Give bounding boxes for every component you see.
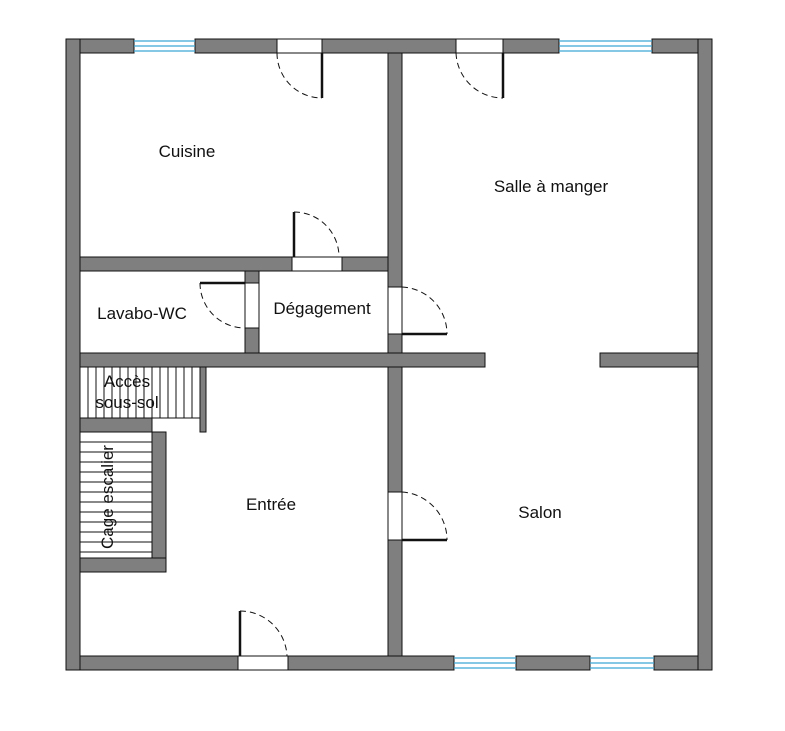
room-label-acces-line1: Accès	[104, 372, 150, 391]
room-label-salon: Salon	[518, 503, 561, 522]
wall-center-bottom	[387, 539, 403, 657]
room-label-acces-line2: sous-sol	[95, 393, 158, 412]
door-salon	[387, 491, 448, 542]
wall-bottom-2	[287, 655, 455, 671]
door-lavabo	[199, 281, 260, 329]
stairs-cage	[79, 431, 153, 559]
wall-center-top	[387, 52, 403, 288]
wall-top-4	[502, 38, 560, 54]
door-entree	[237, 610, 289, 671]
window-salle-a-manger	[559, 40, 652, 52]
room-label-cage-escalier: Cage escalier	[98, 445, 117, 549]
door-cuisine-bottom	[291, 211, 343, 272]
wall-bottom-1	[65, 655, 239, 671]
room-label-degagement: Dégagement	[273, 299, 371, 318]
wall-stair-horizontal	[79, 417, 153, 433]
stairs-access	[79, 366, 201, 419]
room-label-lavabo-wc: Lavabo-WC	[97, 304, 187, 323]
door-degagement	[387, 286, 448, 336]
wall-bottom-3	[515, 655, 591, 671]
door-cuisine-top	[276, 38, 324, 99]
room-label-salle-a-manger: Salle à manger	[494, 177, 609, 196]
window-cuisine	[134, 40, 195, 52]
room-label-cuisine: Cuisine	[159, 142, 216, 161]
wall-lavabo-right-bottom	[244, 327, 260, 354]
wall-middle-left	[79, 352, 486, 368]
wall-access-right	[199, 366, 207, 433]
wall-lavabo-right-top	[244, 270, 260, 284]
windows	[134, 40, 654, 669]
wall-middle-right	[599, 352, 699, 368]
window-salon-1	[454, 657, 516, 669]
door-salle-top	[455, 38, 505, 99]
degagement-outline	[258, 270, 389, 354]
wall-top-3	[321, 38, 457, 54]
wall-left	[65, 38, 81, 671]
room-label-entree: Entrée	[246, 495, 296, 514]
wall-right	[697, 38, 713, 671]
wall-cuisine-bottom-1	[79, 256, 293, 272]
wall-cuisine-bottom-2	[341, 256, 389, 272]
wall-top-2	[194, 38, 278, 54]
wall-stair-vertical	[151, 431, 167, 573]
wall-stair-bottom	[79, 557, 167, 573]
window-salon-2	[590, 657, 654, 669]
